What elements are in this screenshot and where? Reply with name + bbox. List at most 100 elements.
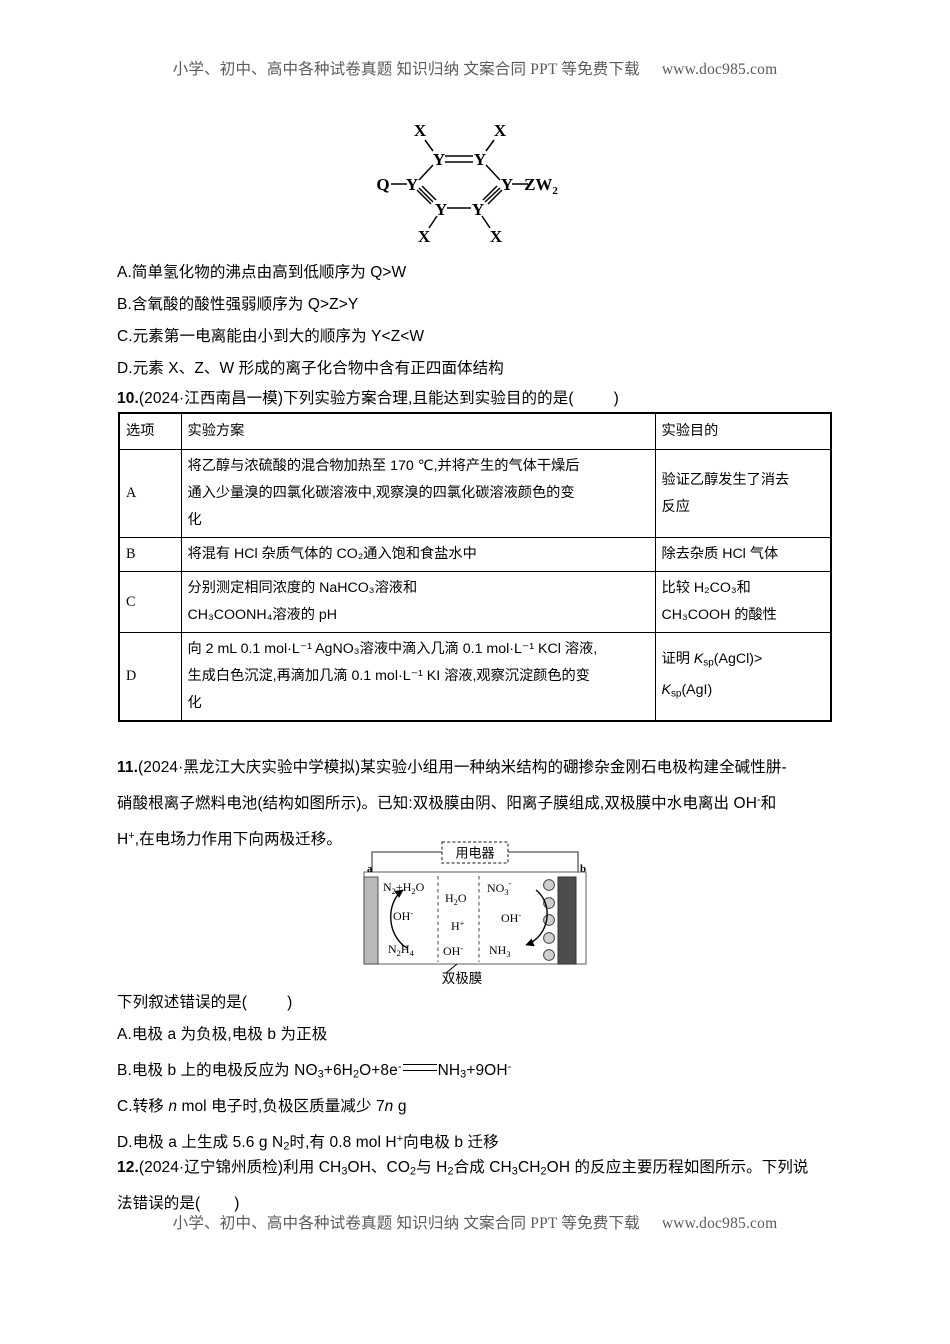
experiment-table: 选项 实验方案 实验目的 A 将乙醇与浓硫酸的混合物加热至 170 ℃,并将产生…	[118, 412, 832, 722]
ring-structure-figure: X X X X Y Y Y Y Y Y Q ZW2	[0, 118, 950, 253]
q11-number: 11.	[117, 759, 138, 776]
table-row: C 分别测定相同浓度的 NaHCO₃溶液和 CH₃COONH₄溶液的 pH 比较…	[118, 571, 832, 633]
q11-option-c: C.转移 n mol 电子时,负极区质量减少 7n g	[117, 1097, 407, 1115]
atom-label-y-6: Y	[472, 200, 484, 219]
atom-label-y-3: Y	[406, 175, 418, 194]
atom-label-y-4: Y	[501, 175, 513, 194]
plan-line: 将乙醇与浓硫酸的混合物加热至 170 ℃,并将产生的气体干燥后	[187, 458, 580, 474]
atom-label-y-5: Y	[435, 200, 447, 219]
q9-options: A.简单氢化物的沸点由高到低顺序为 Q>W B.含氧酸的酸性强弱顺序为 Q>Z>…	[117, 257, 833, 385]
atom-label-x-bottom-left: X	[418, 227, 431, 246]
q10-stem-close: )	[613, 390, 619, 407]
row-option-b: B	[118, 537, 182, 572]
row-plan-b: 将混有 HCl 杂质气体的 CO₂通入饱和食盐水中	[180, 537, 656, 572]
q11-stem: 11.(2024·黑龙江大庆实验中学模拟)某实验小组用一种纳米结构的硼掺杂金刚石…	[117, 752, 833, 856]
q11-option-a: A.电极 a 为负极,电极 b 为正极	[117, 1026, 328, 1043]
q10-source: (2024·江西南昌一模)	[138, 390, 284, 407]
species-left-mid: OH-	[393, 908, 413, 923]
electrode-b-label: b	[580, 863, 586, 875]
electrode-b	[557, 876, 577, 965]
q9-option-d: D.元素 X、Z、W 形成的离子化合物中含有正四面体结构	[117, 360, 504, 377]
species-right-top: NO3-	[487, 878, 512, 897]
species-mid-bottom: OH-	[443, 943, 463, 958]
q11-stem-line1: 某实验小组用一种纳米结构的硼掺杂金刚石电极构建全碱性肼-	[360, 759, 787, 776]
electrode-a-label: a	[367, 863, 373, 875]
species-right-bottom: NH3	[489, 943, 511, 959]
atom-label-x-top-left: X	[414, 121, 427, 140]
q11-prompt-text: 下列叙述错误的是(	[117, 994, 248, 1011]
species-mid-top: H2O	[445, 891, 467, 907]
membrane-label: 双极膜	[442, 971, 483, 985]
plan-line: 化	[187, 695, 202, 711]
watermark-footer-text: 小学、初中、高中各种试卷真题 知识归纳 文案合同 PPT 等免费下载	[172, 1215, 640, 1232]
atom-label-q: Q	[376, 175, 389, 194]
q11-source: (2024·黑龙江大庆实验中学模拟)	[138, 759, 361, 776]
watermark-footer: 小学、初中、高中各种试卷真题 知识归纳 文案合同 PPT 等免费下载 www.do…	[0, 1211, 950, 1233]
q12-number: 12.	[117, 1159, 139, 1176]
goal-line: Ksp(AgI)	[661, 681, 713, 699]
q12-line1: 12.(2024·辽宁锦州质检)利用 CH3OH、CO2与 H2合成 CH3CH…	[117, 1159, 809, 1178]
q10-stem: 10.(2024·江西南昌一模)下列实验方案合理,且能达到实验目的的是()	[117, 383, 833, 415]
q10-stem-text: 下列实验方案合理,且能达到实验目的的是(	[283, 390, 574, 407]
plan-line: 将混有 HCl 杂质气体的 CO₂通入饱和食盐水中	[187, 546, 477, 562]
atom-label-x-top-right: X	[494, 121, 507, 140]
header-goal: 实验目的	[654, 412, 832, 450]
row-option-c: C	[118, 571, 182, 633]
q9-option-c: C.元素第一电离能由小到大的顺序为 Y<Z<W	[117, 328, 425, 345]
q12-source: (2024·辽宁锦州质检)	[138, 1159, 284, 1176]
membrane-leader-line	[445, 963, 458, 974]
table-header-row: 选项 实验方案 实验目的	[118, 412, 832, 450]
arrow-anode	[390, 889, 408, 949]
q9-option-a: A.简单氢化物的沸点由高到低顺序为 Q>W	[117, 264, 407, 281]
row-goal-b: 除去杂质 HCl 气体	[654, 537, 832, 572]
fuel-cell-figure: 用电器 a b	[0, 840, 950, 985]
arrow-cathode	[525, 889, 548, 947]
header-plan: 实验方案	[180, 412, 656, 450]
goal-line: 比较 H₂CO₃和	[661, 580, 751, 596]
goal-line: CH₃COOH 的酸性	[661, 607, 777, 623]
electrode-a	[363, 876, 379, 965]
plan-line: 向 2 mL 0.1 mol·L⁻¹ AgNO₃溶液中滴入几滴 0.1 mol·…	[187, 641, 598, 657]
q11-prompt-close: )	[287, 994, 293, 1011]
goal-line: 证明 Ksp(AgCl)>	[661, 651, 763, 669]
plan-line: CH₃COONH₄溶液的 pH	[187, 607, 338, 623]
atom-label-x-bottom-right: X	[490, 227, 503, 246]
row-goal-d: 证明 Ksp(AgCl)> Ksp(AgI)	[654, 632, 832, 722]
table-row: A 将乙醇与浓硫酸的混合物加热至 170 ℃,并将产生的气体干燥后 通入少量溴的…	[118, 449, 832, 538]
row-plan-a: 将乙醇与浓硫酸的混合物加热至 170 ℃,并将产生的气体干燥后 通入少量溴的四氯…	[180, 449, 656, 538]
row-option-d: D	[118, 632, 182, 722]
species-left-bottom: N2H4	[388, 942, 415, 958]
goal-line: 反应	[661, 498, 690, 515]
q10-number: 10.	[117, 390, 139, 407]
goal-line: 验证乙醇发生了消去	[661, 471, 790, 488]
q11-options: 下列叙述错误的是() A.电极 a 为负极,电极 b 为正极 B.电极 b 上的…	[117, 987, 833, 1162]
load-label: 用电器	[455, 846, 494, 861]
row-plan-d: 向 2 mL 0.1 mol·L⁻¹ AgNO₃溶液中滴入几滴 0.1 mol·…	[180, 632, 656, 722]
row-goal-a: 验证乙醇发生了消去 反应	[654, 449, 832, 538]
plan-line: 化	[187, 512, 202, 528]
atom-label-y-2: Y	[474, 150, 486, 169]
q11-prompt: 下列叙述错误的是()	[117, 987, 833, 1019]
q11-option-d: D.电极 a 上生成 5.6 g N2时,有 0.8 mol H+向电极 b 迁…	[117, 1132, 499, 1153]
fuel-cell-svg: 用电器 a b	[363, 841, 587, 985]
watermark-header-url: www.doc985.com	[661, 61, 778, 78]
table-row: D 向 2 mL 0.1 mol·L⁻¹ AgNO₃溶液中滴入几滴 0.1 mo…	[118, 632, 832, 722]
goal-line: 除去杂质 HCl 气体	[661, 546, 779, 562]
atom-label-zw2: ZW2	[524, 175, 558, 197]
watermark-footer-url: www.doc985.com	[661, 1215, 778, 1232]
table-row: B 将混有 HCl 杂质气体的 CO₂通入饱和食盐水中 除去杂质 HCl 气体	[118, 537, 832, 572]
header-option: 选项	[118, 412, 182, 450]
load-box	[441, 841, 509, 864]
ring-structure-svg: X X X X Y Y Y Y Y Y Q ZW2	[376, 121, 558, 246]
q11-stem-line3: H+,在电场力作用下向两极迁移。	[117, 829, 342, 848]
row-goal-c: 比较 H₂CO₃和 CH₃COOH 的酸性	[654, 571, 832, 633]
plan-line: 生成白色沉淀,再滴加几滴 0.1 mol·L⁻¹ KI 溶液,观察沉淀颜色的变	[187, 668, 590, 684]
atom-label-y-1: Y	[433, 150, 445, 169]
species-right-mid: OH-	[501, 910, 521, 925]
species-left-top: N2+H2O	[383, 880, 425, 896]
q11-stem-line2: 硝酸根离子燃料电池(结构如图所示)。已知:双极膜由阴、阳离子膜组成,双极膜中水电…	[117, 794, 777, 812]
row-plan-c: 分别测定相同浓度的 NaHCO₃溶液和 CH₃COONH₄溶液的 pH	[180, 571, 656, 633]
plan-line: 通入少量溴的四氯化碳溶液中,观察溴的四氯化碳溶液颜色的变	[187, 485, 575, 501]
